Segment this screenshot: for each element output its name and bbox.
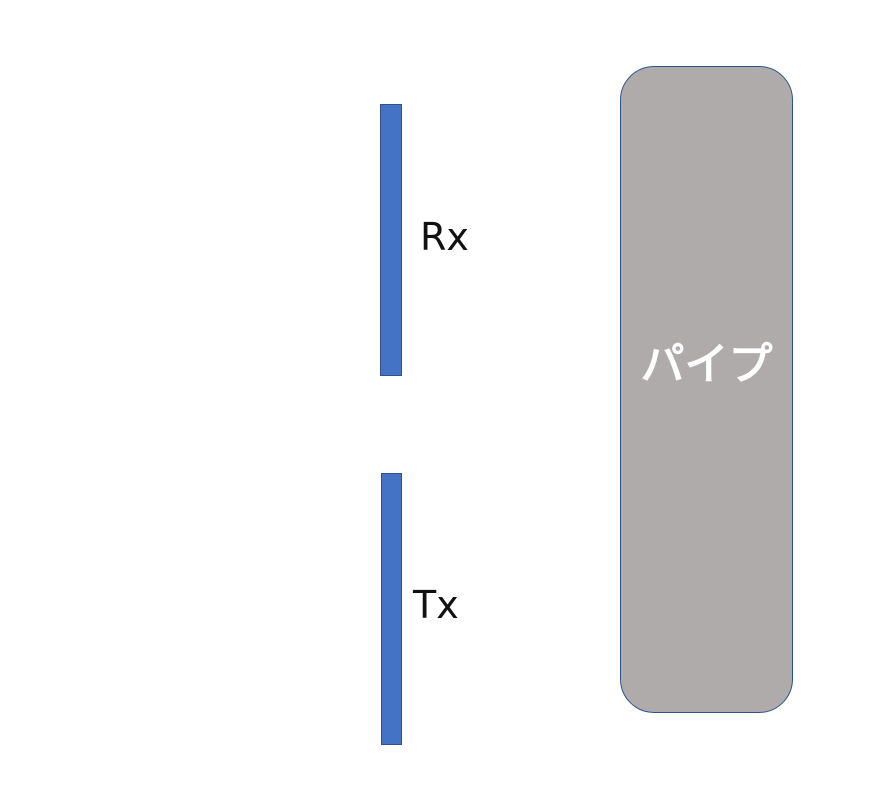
pipe-shape: パイプ: [620, 66, 793, 713]
tx-antenna-bar: [381, 473, 402, 745]
rx-label: Rx: [420, 215, 469, 259]
pipe-label: パイプ: [640, 339, 773, 390]
tx-label: Tx: [413, 583, 459, 627]
rx-antenna-bar: [380, 104, 402, 376]
